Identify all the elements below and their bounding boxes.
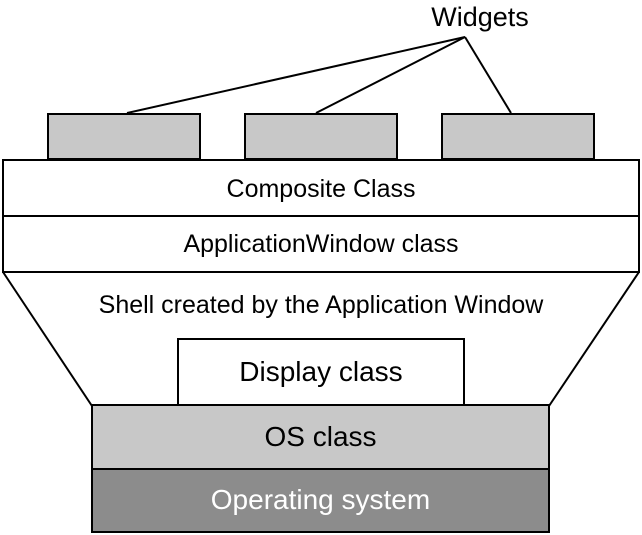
widget-connector-3: [464, 36, 512, 114]
widget-connector-2: [315, 36, 466, 114]
operating-system-label: Operating system: [210, 484, 431, 515]
widget-connector-1: [126, 36, 466, 114]
shell-left-edge: [2, 271, 93, 407]
shell-right-edge: [548, 271, 640, 407]
widget-box-2: [244, 113, 398, 160]
composite-class-label: Composite Class: [226, 174, 416, 203]
widget-box-1: [47, 113, 201, 160]
operating-system-box: [91, 468, 550, 533]
display-class-box: [177, 338, 465, 406]
display-class-label: Display class: [239, 356, 403, 387]
shell-label: Shell created by the Application Window: [98, 290, 544, 319]
widgets-label: Widgets: [431, 1, 529, 32]
os-class-box: [91, 404, 550, 470]
os-class-label: OS class: [264, 421, 377, 452]
widget-box-3: [441, 113, 595, 160]
application-window-label: ApplicationWindow class: [183, 229, 459, 258]
